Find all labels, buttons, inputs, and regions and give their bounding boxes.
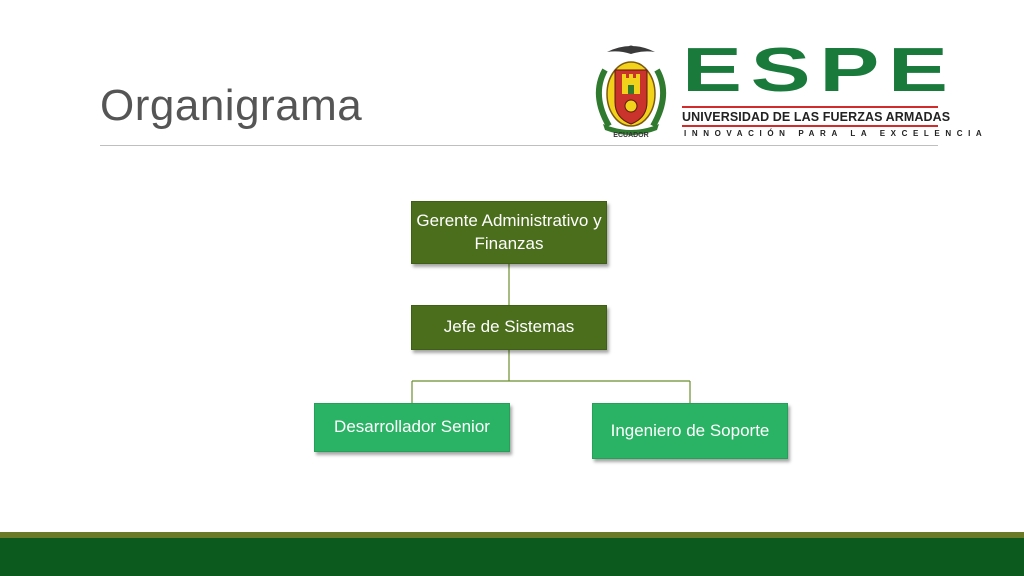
logo-red-rule-lower [682,125,938,127]
node-desarrollador-senior: Desarrollador Senior [314,403,510,452]
node-ingeniero-de-soporte: Ingeniero de Soporte [592,403,788,459]
espe-wordmark: ESPE [682,36,957,105]
logo-red-rule [682,106,938,108]
title-divider [100,145,938,146]
university-motto: INNOVACIÓN PARA LA EXCELENCIA [684,129,988,138]
footer-bar [0,538,1024,576]
espe-logo: ECUADOR ESPE UNIVERSIDAD DE LAS FUERZAS … [585,40,982,145]
node-jefe-de-sistemas: Jefe de Sistemas [411,305,607,350]
university-seal-icon [596,45,666,135]
footer-accent-stripe [0,532,1024,538]
seal-country-label: ECUADOR [613,132,649,139]
node-gerente-administrativo: Gerente Administrativo y Finanzas [411,201,607,264]
university-name: UNIVERSIDAD DE LAS FUERZAS ARMADAS [682,110,951,124]
slide-title: Organigrama [100,81,363,130]
